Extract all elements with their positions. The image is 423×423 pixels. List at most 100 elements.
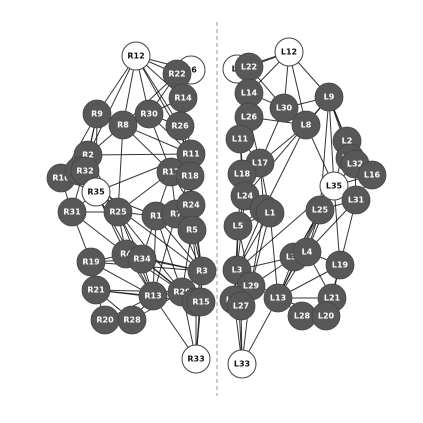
node-label-R3: R3 [196, 267, 208, 276]
node-R31: R31 [57, 197, 87, 227]
node-label-L26: L26 [241, 113, 258, 122]
node-label-R15: R15 [192, 298, 210, 307]
node-circle-R21 [81, 275, 111, 305]
node-label-L11: L11 [232, 135, 249, 144]
node-label-R11: R11 [182, 150, 200, 159]
node-circle-L1 [255, 198, 285, 228]
node-label-R19: R19 [82, 258, 100, 267]
node-label-R4: R4 [120, 250, 132, 259]
node-label-R2: R2 [82, 151, 94, 160]
node-circle-L31 [341, 185, 371, 215]
node-circle-L25 [305, 195, 335, 225]
node-R30: R30 [134, 99, 164, 129]
node-circle-R19 [76, 247, 106, 277]
node-R3: R3 [187, 256, 217, 286]
node-label-R18: R18 [181, 172, 199, 181]
node-circle-R18 [175, 161, 205, 191]
node-circle-R30 [134, 99, 164, 129]
node-circle-L4 [292, 237, 322, 267]
node-L20: L20 [311, 301, 341, 331]
node-L22: L22 [234, 52, 264, 82]
node-label-R34: R34 [133, 255, 151, 264]
node-label-L19: L19 [332, 261, 349, 270]
node-R8: R8 [108, 110, 138, 140]
node-label-L32: L32 [347, 160, 363, 169]
node-label-L14: L14 [241, 89, 258, 98]
node-circle-R3 [187, 256, 217, 286]
node-label-L30: L30 [276, 104, 293, 113]
node-label-R5: R5 [186, 226, 198, 235]
node-label-L24: L24 [237, 192, 254, 201]
node-label-R24: R24 [182, 201, 200, 210]
node-circle-R12 [121, 41, 151, 71]
node-label-L2: L2 [342, 137, 353, 146]
node-circle-L13 [263, 283, 293, 313]
node-R22: R22 [162, 59, 192, 89]
node-L35: L35 [319, 171, 349, 201]
node-label-R6: R6 [185, 66, 197, 75]
node-circle-L30 [269, 93, 299, 123]
node-circle-R13 [138, 281, 168, 311]
node-label-L13: L13 [270, 294, 286, 303]
node-label-R13: R13 [144, 292, 161, 301]
node-label-R9: R9 [91, 110, 103, 119]
node-R13: R13 [138, 281, 168, 311]
node-circle-R31 [57, 197, 87, 227]
node-R32: R32 [70, 156, 100, 186]
node-R15: R15 [186, 287, 216, 317]
node-L18: L18 [227, 159, 257, 189]
node-label-L20: L20 [318, 312, 335, 321]
node-circle-L27 [226, 291, 256, 321]
node-label-R12: R12 [127, 52, 144, 61]
node-L30: L30 [269, 93, 299, 123]
node-circle-L33 [227, 349, 257, 379]
node-R21: R21 [81, 275, 111, 305]
edge-L9-L24 [244, 96, 330, 197]
node-L11: L11 [225, 124, 255, 154]
node-label-R30: R30 [140, 110, 158, 119]
node-R14: R14 [168, 83, 198, 113]
node-label-L4: L4 [302, 248, 313, 257]
node-label-L9: L9 [324, 93, 335, 102]
node-R26: R26 [165, 111, 195, 141]
node-label-L8: L8 [301, 121, 312, 130]
node-label-L21: L21 [324, 294, 341, 303]
node-label-R14: R14 [174, 94, 192, 103]
node-circle-R34 [127, 244, 157, 274]
node-label-R20: R20 [96, 316, 114, 325]
node-label-R7: R7 [170, 210, 182, 219]
node-label-L22: L22 [241, 63, 257, 72]
node-label-R31: R31 [63, 208, 81, 217]
node-label-L12: L12 [281, 48, 297, 57]
node-label-L16: L16 [364, 171, 381, 180]
node-label-L31: L31 [348, 196, 365, 205]
node-label-L3: L3 [232, 266, 243, 275]
node-circle-R28 [117, 305, 147, 335]
node-circle-R5 [177, 215, 207, 245]
node-R25: R25 [103, 197, 133, 227]
node-circle-L12 [274, 37, 304, 67]
node-label-L35: L35 [326, 182, 343, 191]
node-circle-L5 [223, 211, 253, 241]
node-label-R28: R28 [123, 316, 141, 325]
node-L9: L9 [314, 82, 344, 112]
node-label-L17: L17 [252, 159, 268, 168]
node-label-R22: R22 [168, 70, 185, 79]
node-circle-R35 [81, 177, 111, 207]
node-circle-L8 [291, 110, 321, 140]
node-label-L1: L1 [265, 209, 276, 218]
node-label-R32: R32 [76, 167, 93, 176]
node-L16: L16 [357, 160, 387, 190]
node-circle-R8 [108, 110, 138, 140]
node-L25: L25 [305, 195, 335, 225]
node-label-R8: R8 [117, 121, 129, 130]
node-circle-L9 [314, 82, 344, 112]
node-R33: R33 [181, 344, 211, 374]
node-label-R26: R26 [171, 122, 189, 131]
node-circle-R33 [181, 344, 211, 374]
node-label-L33: L33 [234, 360, 250, 369]
node-R28: R28 [117, 305, 147, 335]
node-label-R16: R16 [52, 174, 70, 183]
node-circle-L35 [319, 171, 349, 201]
